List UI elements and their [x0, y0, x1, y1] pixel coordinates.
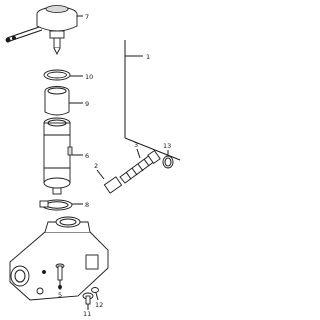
- parts-diagram: 1 2 3 5 6 7 8 9 10 11 12 13: [5, 5, 181, 318]
- strainer-part: [44, 86, 83, 116]
- bleeder-parts: [82, 287, 99, 310]
- snap-ring-part: [162, 150, 174, 169]
- diagram-canvas: 1 2 3 5 6 7 8 9 10 11 12 13: [5, 5, 181, 318]
- callout-7: 7: [85, 13, 89, 21]
- callout-2: 2: [94, 162, 98, 170]
- reservoir-part: [43, 117, 83, 195]
- assembly-bracket: [124, 40, 181, 161]
- callout-11: 11: [83, 310, 91, 318]
- callout-13: 13: [163, 142, 171, 150]
- callout-10: 10: [85, 73, 93, 81]
- bolt-part: [55, 263, 65, 290]
- reservoir-cap-part: [5, 5, 83, 56]
- callout-6: 6: [85, 152, 89, 160]
- callout-1: 1: [146, 53, 150, 61]
- callout-12: 12: [95, 301, 103, 309]
- seal-ring-part: [43, 69, 83, 81]
- callout-5: 5: [58, 291, 62, 299]
- primary-piston-part: [119, 148, 161, 184]
- callout-9: 9: [85, 100, 89, 108]
- hose-clamp-part: [39, 199, 83, 211]
- callout-8: 8: [85, 201, 89, 209]
- callout-3: 3: [134, 141, 138, 149]
- secondary-piston-part: [96, 169, 123, 194]
